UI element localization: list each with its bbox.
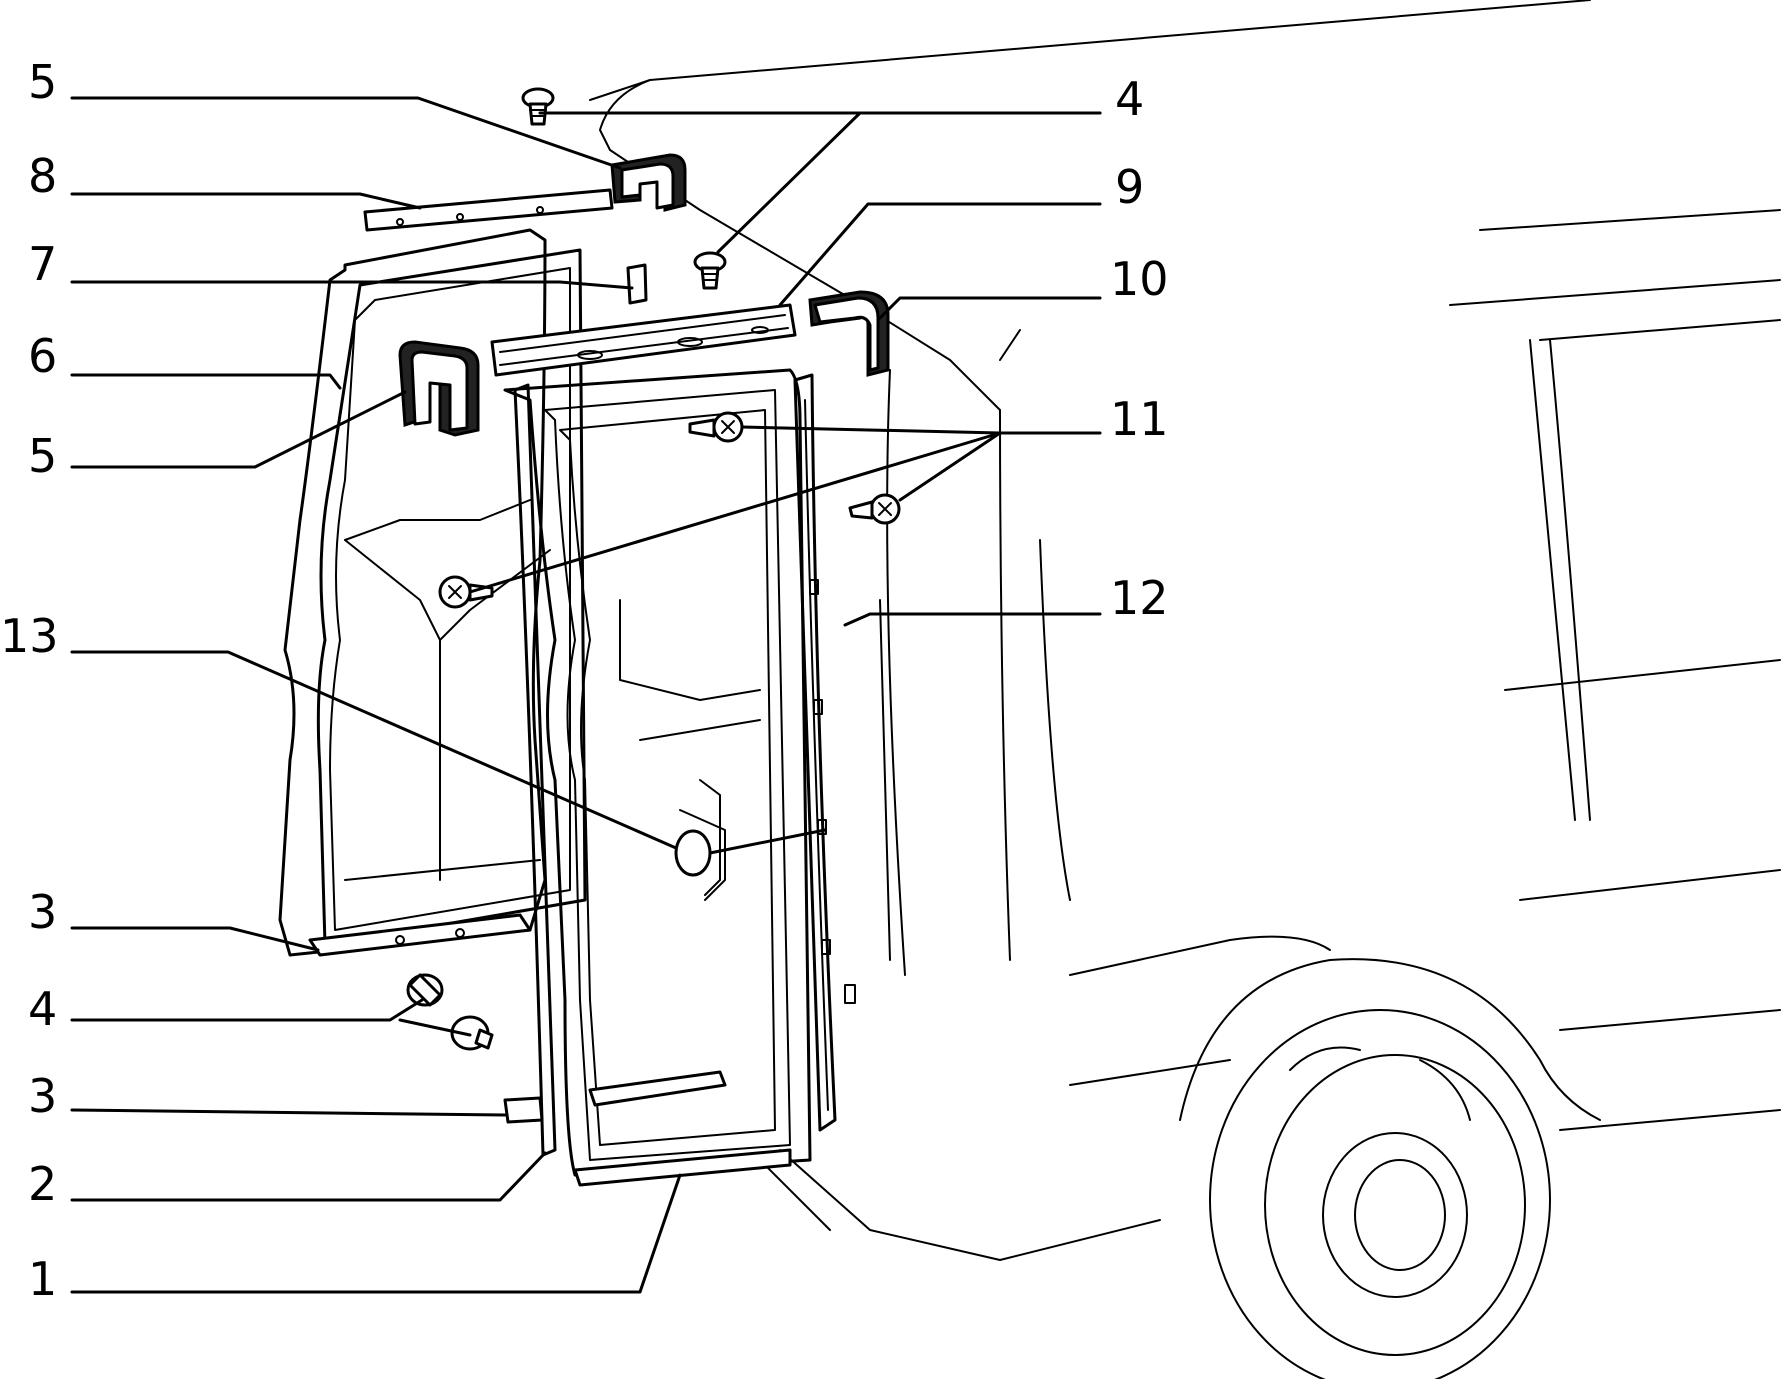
callout-1: 1 [28,1252,57,1306]
callout-8: 8 [28,149,57,203]
screw-4-mid [693,251,727,290]
plug-13 [674,809,726,901]
callout-13: 13 [0,609,59,663]
callout-12: 12 [1110,571,1169,625]
callout-3-upper: 3 [28,885,57,939]
rail-9 [490,303,797,377]
bracket-8 [363,188,614,232]
callout-6: 6 [28,329,57,383]
right-door [503,368,812,1187]
corner-10 [808,290,890,377]
screw-11-c [438,575,494,609]
screw-4-bottom-a [406,973,444,1007]
corner-5-left [398,340,480,437]
van-body [589,0,1781,1379]
callout-11: 11 [1110,392,1169,446]
seal-2 [503,383,557,1157]
callout-2: 2 [28,1157,57,1211]
callout-9: 9 [1115,160,1144,214]
screw-11-b [848,493,901,525]
leader-lines [70,96,1102,1294]
callout-4-top: 4 [1115,72,1144,126]
callout-5-top: 5 [28,55,57,109]
corner-5-top [610,153,687,212]
callout-5-left: 5 [28,429,57,483]
seal-12 [793,373,856,1132]
callout-4-bottom: 4 [28,982,57,1036]
callout-7: 7 [28,237,57,291]
callout-labels: 5 4 8 9 7 10 6 11 5 12 13 3 4 3 2 1 [0,55,1169,1306]
clip-7 [626,263,648,305]
screw-4-bottom-b [450,1015,494,1051]
callout-10: 10 [1110,252,1169,306]
screw-11-a [688,411,744,443]
callout-3-lower: 3 [28,1069,57,1123]
screw-4-top [521,87,555,126]
